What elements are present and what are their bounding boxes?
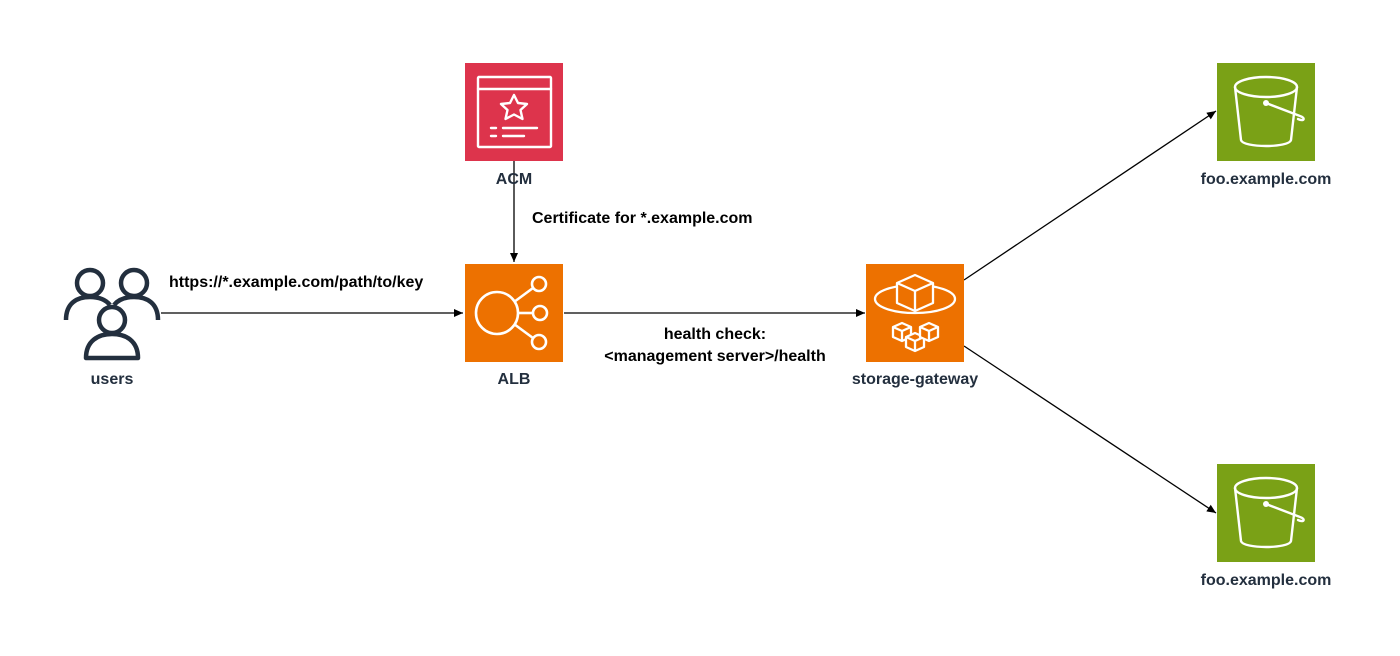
users-icon [63, 267, 161, 361]
health-check-label: health check: <management server>/health [604, 324, 825, 368]
bucket-top-label: foo.example.com [1200, 171, 1332, 188]
bucket-bottom-label: foo.example.com [1200, 572, 1332, 589]
s3-bucket-icon [1217, 464, 1315, 562]
health-check-line2: <management server>/health [604, 348, 826, 365]
storage-gateway-icon [866, 264, 964, 362]
edge-gateway-to-bucket-bottom [963, 345, 1217, 514]
storage-gateway-label: storage-gateway [851, 371, 979, 388]
s3-bucket-icon [1217, 63, 1315, 161]
acm-label: ACM [495, 171, 533, 188]
health-check-line1: health check: [663, 326, 767, 343]
acm-edge-label: Certificate for *.example.com [532, 210, 753, 227]
users-edge-label: https://*.example.com/path/to/key [169, 274, 424, 291]
certificate-manager-icon [465, 63, 563, 161]
alb-label: ALB [497, 371, 531, 388]
edge-gateway-to-bucket-top [963, 110, 1217, 281]
load-balancer-icon [465, 264, 563, 362]
users-label: users [90, 371, 134, 388]
